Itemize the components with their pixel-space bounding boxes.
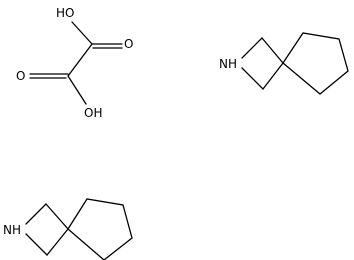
bond-c1-c2 (67, 43, 93, 77)
oxalic-oh-bottom-label: OH (84, 106, 102, 120)
bond-c1-oh (71, 21, 93, 45)
bond-ch2-spiro-upper (261, 37, 284, 64)
cyclopentane-ring-bottom (67, 198, 133, 260)
bond-spiro-ch2-lower-b (46, 228, 69, 256)
bond-spiro-ch2-lower (262, 62, 284, 90)
spiro-bottom-nh-label: NH (3, 223, 21, 237)
azaspiro-top: NH (219, 32, 349, 95)
bond-ch2-n-lower (241, 67, 264, 90)
bond-c2-oh (67, 75, 87, 105)
bond-ch2-n-lower-b (25, 233, 48, 256)
bond-ch2-spiro-upper-b (45, 203, 69, 230)
oxalic-acid: HO O O OH (16, 6, 133, 120)
azaspiro-bottom: NH (3, 198, 133, 260)
oxalic-oh-top-label: HO (56, 6, 74, 20)
bond-n-ch2-upper-b (25, 203, 47, 225)
spiro-top-nh-label: NH (219, 57, 237, 71)
oxalic-o-top-label: O (124, 37, 133, 51)
cyclopentane-ring-top (282, 32, 349, 95)
oxalic-o-bottom-label: O (16, 69, 25, 83)
bond-n-ch2-upper (241, 37, 263, 59)
